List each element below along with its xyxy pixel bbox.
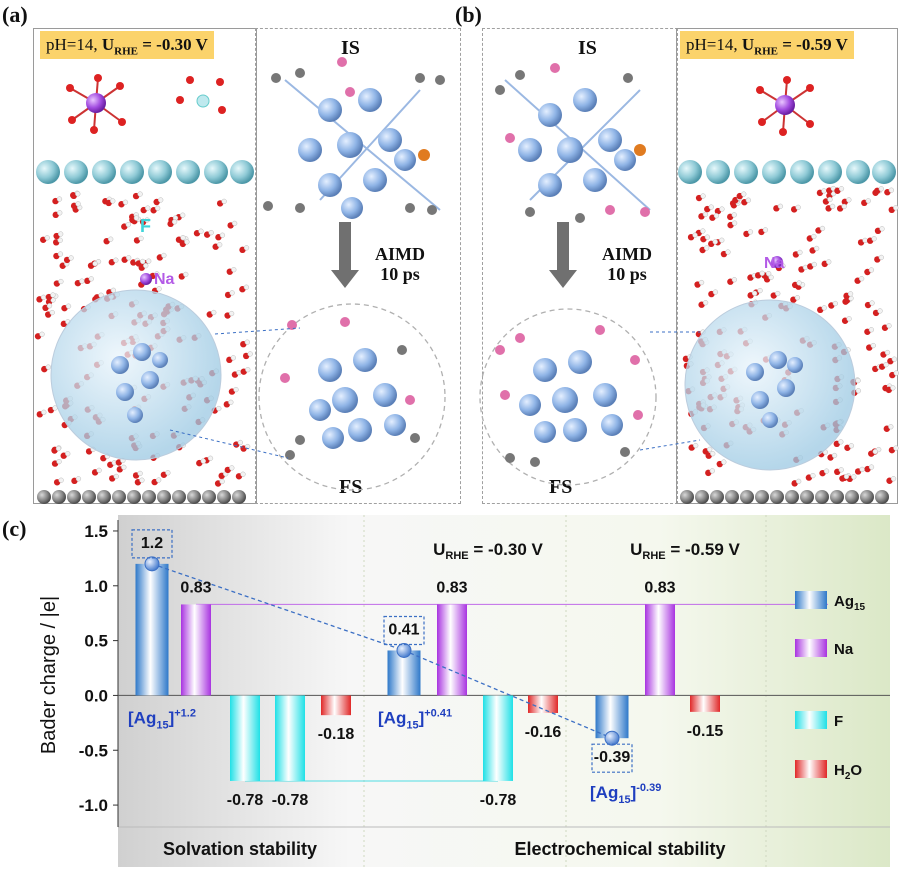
bar-value-label: 0.41 — [388, 621, 419, 638]
bar-value-label: -0.78 — [227, 792, 264, 809]
panel-a-bottom-slab — [37, 490, 246, 504]
trend-point — [396, 642, 412, 658]
bar-value-label: -0.78 — [272, 792, 309, 809]
section-solvation: Solvation stability — [163, 839, 317, 859]
bar-na — [645, 604, 675, 696]
panel-a-na-atom-label: Na — [154, 271, 175, 288]
panel-b-slab-frame — [676, 28, 898, 504]
bar-value-label: 1.2 — [141, 535, 163, 552]
ag-value-highlight — [591, 743, 633, 773]
panel-b-na-atom-label: Na — [764, 255, 785, 272]
panel-b-is-label: IS — [578, 37, 597, 59]
y-tick-label: 0.0 — [84, 686, 108, 705]
panel-a-is-label: IS — [341, 37, 360, 59]
panel-a-aimd-arrow — [331, 222, 359, 288]
ag-value-highlight — [131, 529, 173, 559]
panel-a-f-hydrate — [176, 76, 226, 114]
bar-value-label: -0.16 — [525, 724, 562, 741]
trend-line — [144, 556, 620, 746]
bar-value-label: -0.78 — [480, 792, 517, 809]
legend-swatch — [795, 591, 827, 609]
legend-swatch — [795, 711, 827, 729]
panel-b-fs-cluster — [495, 325, 643, 467]
panel-a-label: (a) — [2, 2, 28, 27]
legend-swatch — [795, 760, 827, 778]
trend-point — [604, 730, 620, 746]
ag-value-highlight — [383, 615, 425, 646]
bar-na — [181, 604, 211, 696]
panel-a-top-slab — [36, 160, 254, 184]
legend-swatch — [795, 639, 827, 657]
bar-h2o — [528, 695, 558, 713]
bar-value-label: -0.15 — [687, 723, 724, 740]
panel-b-is-cluster — [495, 63, 651, 223]
trend-point — [144, 556, 160, 572]
panel-a-f-atom-label: F — [140, 216, 151, 236]
bar-f — [483, 695, 513, 781]
y-tick-label: -0.5 — [79, 741, 108, 760]
bar-ag15 — [135, 563, 169, 696]
panel-a-fs-cluster — [280, 317, 420, 460]
panel-a-is-cluster — [263, 57, 445, 219]
bar-value-label: 0.83 — [644, 579, 675, 596]
panel-b-cluster-frame — [482, 28, 678, 504]
bar-f — [230, 695, 260, 781]
y-tick-label: -1.0 — [79, 796, 108, 815]
panel-a-slab-frame — [33, 28, 257, 504]
panel-b-condition: pH=14, URHE = -0.59 V — [680, 31, 854, 59]
bar-value-labels: 1.2 0.83 -0.78 -0.78 -0.18 0.41 0.83 -0.78 -0.16… — [131, 529, 724, 809]
ion-label: [Ag15]+0.41 — [378, 707, 452, 731]
panel-b-cluster-sphere — [684, 299, 856, 471]
ion-label: [Ag15]+1.2 — [128, 707, 196, 731]
header-u-030: URHE = -0.30 V — [433, 540, 543, 562]
panel-b-bottom-slab — [680, 490, 889, 504]
molecular-structures: F Na — [34, 57, 899, 504]
panel-b-na-hydrate — [756, 76, 814, 136]
panel-b-embedded-cluster — [746, 351, 803, 428]
bars — [135, 563, 720, 781]
header-u-059: URHE = -0.59 V — [630, 540, 740, 562]
legend-label: H2O — [834, 762, 862, 782]
bar-value-label: 0.83 — [180, 579, 211, 596]
chart-background — [118, 515, 890, 867]
panel-a-cluster-sphere — [50, 289, 222, 461]
ion-label: [Ag15]-0.39 — [590, 782, 661, 806]
panel-a-na-hydrate — [66, 74, 126, 134]
y-axis-title: Bader charge / |e| — [38, 596, 60, 754]
section-electrochemical: Electrochemical stability — [514, 839, 725, 859]
y-tick-label: 1.5 — [84, 522, 108, 541]
ion-labels: [Ag15]+1.2 [Ag15]+0.41 [Ag15]-0.39 — [128, 707, 661, 806]
panel-b-top-slab — [678, 160, 896, 184]
bar-h2o — [690, 695, 720, 712]
y-tick-label: 1.0 — [84, 577, 108, 596]
bar-f — [275, 695, 305, 781]
legend-label: Na — [834, 641, 854, 658]
panel-c-label: (c) — [2, 516, 27, 541]
bar-na — [437, 604, 467, 696]
panel-a-cluster-frame — [255, 28, 461, 504]
bar-value-label: -0.39 — [594, 749, 631, 766]
bar-value-label: 0.83 — [436, 579, 467, 596]
panel-a-embedded-cluster — [111, 343, 168, 423]
bar-h2o — [321, 695, 351, 716]
panel-a-fs-label: FS — [339, 476, 363, 498]
panel-b-fs-label: FS — [549, 476, 573, 498]
legend-label: F — [834, 713, 843, 730]
panel-b-label: (b) — [455, 2, 482, 27]
bader-charge-chart: -1.0-0.50.00.51.01.5 Bader charge / |e| … — [38, 515, 890, 867]
y-tick-label: 0.5 — [84, 632, 108, 651]
legend-label: Ag15 — [834, 593, 866, 613]
panel-a-condition: pH=14, URHE = -0.30 V — [40, 31, 214, 59]
bar-value-label: -0.18 — [318, 726, 355, 743]
panel-b-aimd-arrow — [549, 222, 577, 288]
